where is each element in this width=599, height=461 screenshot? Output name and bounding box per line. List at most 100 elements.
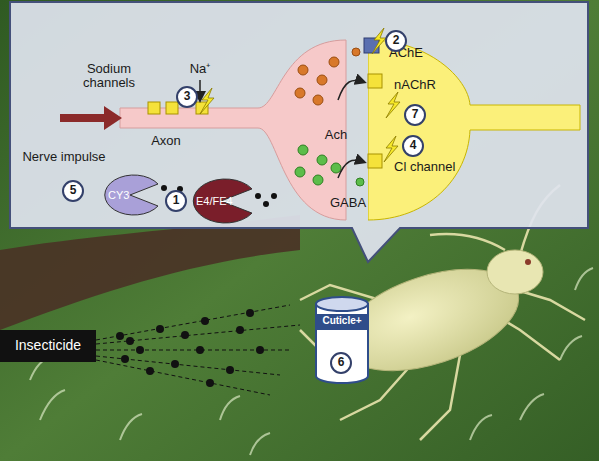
lightning-bolt — [384, 136, 398, 162]
hair — [470, 415, 492, 440]
callout-text: 3 — [184, 90, 191, 103]
vesicle — [298, 145, 308, 155]
nerve-impulse-arrow — [60, 106, 122, 130]
postsynaptic-neuron-outline — [368, 38, 582, 222]
vesicle — [313, 95, 323, 105]
node-text: CY3 — [108, 189, 129, 201]
spray-line — [96, 305, 290, 340]
node-text: Insecticide — [15, 338, 81, 353]
neurotransmitter-label: Ach — [320, 128, 352, 142]
droplet — [136, 346, 144, 354]
vesicle — [313, 175, 323, 185]
inset-panel — [10, 2, 588, 262]
droplet — [181, 331, 189, 339]
cylinder-top — [316, 297, 368, 311]
ion-label: Na⁺ — [186, 62, 214, 76]
p450-enzyme: CY3 — [100, 174, 160, 216]
droplet — [256, 346, 264, 354]
esterase-enzyme: E4/FE4 — [188, 178, 254, 224]
droplet — [201, 317, 209, 325]
vesicle — [329, 57, 339, 67]
sodium-influx-arrow — [199, 80, 201, 100]
spray-lines — [96, 305, 300, 395]
droplet — [246, 309, 254, 317]
droplet — [126, 337, 134, 345]
molecule — [161, 185, 167, 191]
hair — [575, 268, 593, 290]
spray-line — [96, 360, 270, 395]
vesicle — [317, 155, 327, 165]
molecule — [271, 193, 277, 199]
vesicle — [317, 75, 327, 85]
cuticle-cylinder: Cuticle+6 — [314, 296, 370, 384]
node-text: nAChR — [394, 78, 436, 92]
leg — [420, 355, 460, 440]
hair — [40, 390, 65, 420]
stem — [0, 215, 300, 330]
aphid-head — [487, 250, 543, 294]
cylinder-band — [316, 314, 368, 330]
sodium-channel — [166, 102, 178, 114]
callout-number: 5 — [62, 180, 84, 202]
node-text: E4/FE4 — [196, 195, 233, 207]
callout-text: 2 — [393, 34, 400, 47]
cl-channel-receptor — [368, 154, 382, 168]
gaba-release-arrow — [338, 160, 364, 178]
hair — [560, 336, 582, 360]
droplet — [116, 332, 124, 340]
ach-release-arrow — [338, 80, 364, 100]
droplet — [226, 366, 234, 374]
aphid-eye — [525, 259, 531, 265]
vesicle — [298, 65, 308, 75]
droplet — [156, 325, 164, 333]
sodium-channel — [196, 102, 208, 114]
molecule — [263, 201, 269, 207]
callout-number: 3 — [176, 86, 198, 108]
vesicle — [352, 48, 360, 56]
droplet — [236, 326, 244, 334]
spray-line — [96, 325, 300, 344]
droplet — [171, 360, 179, 368]
postsynaptic-neuron: nAChR Cl channel — [368, 38, 582, 222]
neuron-shape — [368, 40, 580, 220]
hair — [220, 396, 240, 420]
vesicle — [295, 88, 305, 98]
gaba-vesicles — [295, 145, 364, 186]
lightning-bolt — [372, 28, 386, 54]
signal-label: Nerve impulse — [14, 150, 114, 164]
hair — [120, 414, 142, 440]
vesicle — [295, 167, 305, 177]
acetylcholine-vesicles — [295, 48, 360, 105]
neurotransmitter-label: GABA — [326, 196, 370, 210]
molecule — [255, 193, 261, 199]
callout-number: 2 — [385, 30, 407, 52]
droplet — [206, 379, 214, 387]
nachr-receptor — [368, 74, 382, 88]
node-text: Cl channel — [394, 160, 455, 174]
part-label: Sodium channels — [78, 62, 140, 91]
vesicle — [331, 163, 341, 173]
pacman-shape — [105, 175, 158, 215]
hair — [520, 394, 544, 420]
droplet — [196, 346, 204, 354]
callout-text: 5 — [70, 184, 77, 197]
insecticide-box: Insecticide — [0, 330, 96, 362]
hair — [250, 433, 270, 455]
callout-number: 4 — [402, 135, 424, 157]
callout-text: 7 — [412, 108, 419, 121]
lightning-bolt — [386, 92, 400, 118]
droplet — [121, 355, 129, 363]
part-label: Axon — [146, 134, 186, 148]
ache-enzyme — [364, 38, 379, 53]
mutation-bolts — [200, 28, 400, 162]
insecticide-droplets — [116, 309, 264, 387]
droplet — [146, 367, 154, 375]
node-text: Cuticle+ — [322, 315, 361, 326]
callout-number: 1 — [165, 190, 187, 212]
lightning-bolt — [200, 88, 214, 114]
callout-text: 1 — [173, 194, 180, 207]
cylinder-body — [316, 304, 368, 383]
